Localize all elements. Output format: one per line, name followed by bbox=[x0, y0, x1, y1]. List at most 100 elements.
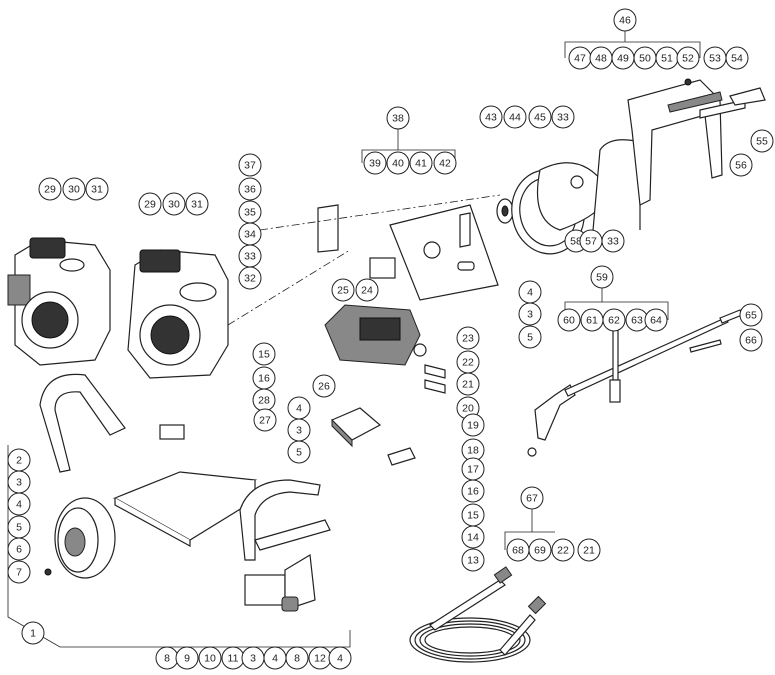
callout-circle bbox=[520, 486, 544, 510]
callout-circle bbox=[7, 537, 31, 561]
callout-circle bbox=[557, 308, 581, 332]
callout-number: 52 bbox=[682, 53, 694, 65]
callout-1: 1 bbox=[21, 621, 45, 645]
callout-16: 16 bbox=[461, 479, 485, 503]
callout-number: 61 bbox=[586, 315, 598, 327]
callout-circle bbox=[363, 151, 387, 175]
callout-69: 69 bbox=[528, 538, 552, 562]
callout-circle bbox=[551, 538, 575, 562]
callout-17: 17 bbox=[461, 457, 485, 481]
callout-number: 35 bbox=[244, 207, 256, 219]
wheel bbox=[44, 497, 116, 579]
callout-number: 16 bbox=[467, 486, 479, 498]
engine-right bbox=[127, 249, 351, 379]
callout-number: 19 bbox=[467, 420, 479, 432]
callout-30: 30 bbox=[62, 177, 86, 201]
callout-number: 3 bbox=[527, 309, 533, 321]
callout-23: 23 bbox=[456, 326, 480, 350]
callout-circle bbox=[750, 129, 774, 153]
callout-circle bbox=[175, 646, 199, 670]
callout-number: 46 bbox=[619, 15, 631, 27]
callout-circle bbox=[528, 538, 552, 562]
callout-circle bbox=[238, 266, 262, 290]
callout-number: 4 bbox=[527, 287, 533, 299]
callout-45: 45 bbox=[528, 105, 552, 129]
callout-circle bbox=[602, 308, 626, 332]
callout-number: 21 bbox=[462, 379, 474, 391]
callout-36: 36 bbox=[238, 177, 262, 201]
callout-number: 41 bbox=[415, 158, 427, 170]
callout-65: 65 bbox=[739, 303, 763, 327]
callout-circle bbox=[21, 621, 45, 645]
callout-circle bbox=[461, 479, 485, 503]
callout-number: 21 bbox=[583, 545, 595, 557]
callout-3: 3 bbox=[518, 302, 542, 326]
callout-number: 57 bbox=[585, 236, 597, 248]
callout-41: 41 bbox=[409, 151, 433, 175]
callout-61: 61 bbox=[580, 308, 604, 332]
spray-gun-wand bbox=[527, 309, 743, 457]
callout-56: 56 bbox=[729, 153, 753, 177]
callout-67: 67 bbox=[520, 486, 544, 510]
callout-22: 22 bbox=[551, 538, 575, 562]
callout-circle bbox=[62, 177, 86, 201]
callout-circle bbox=[312, 374, 336, 398]
callout-number: 11 bbox=[228, 653, 239, 665]
callout-number: 29 bbox=[44, 184, 56, 196]
callout-number: 64 bbox=[650, 315, 662, 327]
callout-number: 3 bbox=[250, 653, 256, 665]
callout-number: 47 bbox=[574, 53, 586, 65]
callout-42: 42 bbox=[433, 151, 457, 175]
callout-circle bbox=[590, 265, 614, 289]
callout-number: 13 bbox=[467, 555, 479, 567]
callout-circle bbox=[285, 646, 309, 670]
callout-number: 60 bbox=[563, 315, 575, 327]
callout-number: 43 bbox=[485, 112, 497, 124]
callout-4: 4 bbox=[328, 646, 352, 670]
callout-44: 44 bbox=[503, 105, 527, 129]
callout-26: 26 bbox=[312, 374, 336, 398]
callout-circle bbox=[331, 278, 355, 302]
callout-21: 21 bbox=[577, 538, 601, 562]
callout-number: 69 bbox=[534, 545, 546, 557]
callout-circle bbox=[725, 46, 749, 70]
callout-3: 3 bbox=[7, 470, 31, 494]
callout-number: 10 bbox=[204, 653, 216, 665]
callout-33: 33 bbox=[601, 229, 625, 253]
callout-27: 27 bbox=[253, 408, 277, 432]
callout-35: 35 bbox=[238, 200, 262, 224]
callout-number: 30 bbox=[68, 184, 80, 196]
callout-15: 15 bbox=[252, 342, 276, 366]
callout-10: 10 bbox=[198, 646, 222, 670]
callout-circle bbox=[198, 646, 222, 670]
callout-number: 29 bbox=[144, 199, 156, 211]
callout-number: 38 bbox=[392, 113, 404, 125]
callout-number: 30 bbox=[168, 199, 180, 211]
callout-circle bbox=[461, 525, 485, 549]
callout-52: 52 bbox=[676, 46, 700, 70]
callout-number: 8 bbox=[164, 653, 170, 665]
callout-circle bbox=[386, 106, 410, 130]
callout-33: 33 bbox=[238, 244, 262, 268]
callout-8: 8 bbox=[285, 646, 309, 670]
callout-number: 32 bbox=[244, 273, 256, 285]
callout-circle bbox=[601, 229, 625, 253]
callout-31: 31 bbox=[85, 177, 109, 201]
callout-68: 68 bbox=[506, 538, 530, 562]
callout-circle bbox=[577, 538, 601, 562]
callout-circle bbox=[185, 192, 209, 216]
callout-3: 3 bbox=[287, 418, 311, 442]
callout-number: 15 bbox=[467, 510, 479, 522]
callout-circle bbox=[162, 192, 186, 216]
callout-number: 34 bbox=[244, 229, 256, 241]
callout-22: 22 bbox=[456, 350, 480, 374]
callout-25: 25 bbox=[331, 278, 355, 302]
callout-48: 48 bbox=[589, 46, 613, 70]
pulley-belt-assembly bbox=[496, 162, 614, 255]
callout-59: 59 bbox=[590, 265, 614, 289]
callout-number: 22 bbox=[557, 545, 569, 557]
callout-46: 46 bbox=[613, 8, 637, 32]
callout-number: 50 bbox=[639, 53, 651, 65]
callout-24: 24 bbox=[355, 278, 379, 302]
callout-circle bbox=[386, 151, 410, 175]
